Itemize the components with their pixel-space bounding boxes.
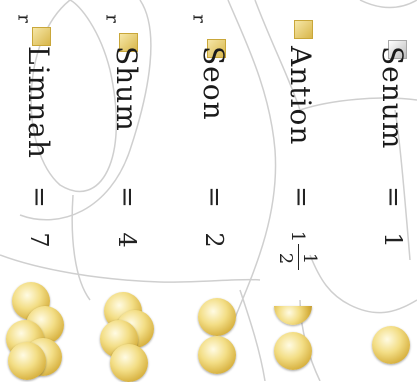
gold-coin-icon — [198, 298, 236, 336]
fraction-whole: 1 — [287, 230, 309, 243]
column-shum: r Shum = 4 — [102, 0, 144, 381]
coin-name-antion: Antion — [284, 46, 317, 146]
silver-swatch-icon — [388, 40, 407, 59]
column-prefix: r — [188, 14, 210, 23]
equals-sign: = — [24, 186, 54, 208]
gold-swatch-icon — [119, 33, 138, 52]
gold-swatch-icon — [207, 39, 226, 58]
coin-name-seon: Seon — [197, 46, 230, 121]
column-limnah: r Limnah = 7 — [14, 0, 56, 381]
half-gold-coin-icon — [274, 306, 312, 325]
gold-coin-icon — [110, 344, 148, 382]
fraction-denominator: 2 — [275, 252, 297, 265]
gold-coin-icon — [8, 342, 46, 380]
gold-swatch-icon — [32, 27, 51, 46]
coin-name-senum: Senum — [376, 46, 409, 150]
fraction-numerator: 1 — [299, 252, 321, 265]
coin-value-limnah: 7 — [25, 232, 53, 248]
coin-value-shum: 4 — [113, 232, 141, 248]
fraction-bar — [298, 244, 299, 270]
column-senum: Senum = 1 — [374, 0, 410, 381]
coin-value-antion: 1 1 2 — [275, 226, 321, 274]
equals-sign: = — [112, 186, 142, 208]
gold-swatch-icon — [294, 20, 313, 39]
column-antion: Antion = 1 1 2 — [275, 0, 321, 381]
coin-name-shum: Shum — [110, 46, 143, 132]
gold-coin-icon — [274, 332, 312, 370]
coin-name-limnah: Limnah — [22, 46, 55, 159]
equals-sign: = — [378, 186, 408, 208]
equals-sign: = — [286, 186, 316, 208]
coin-value-senum: 1 — [379, 232, 407, 248]
coin-value-seon: 2 — [200, 232, 228, 248]
gold-coin-icon — [372, 326, 410, 364]
column-prefix: r — [101, 14, 123, 23]
column-seon: r Seon = 2 — [189, 0, 231, 381]
gold-coin-icon — [198, 336, 236, 374]
equals-sign: = — [199, 186, 229, 208]
